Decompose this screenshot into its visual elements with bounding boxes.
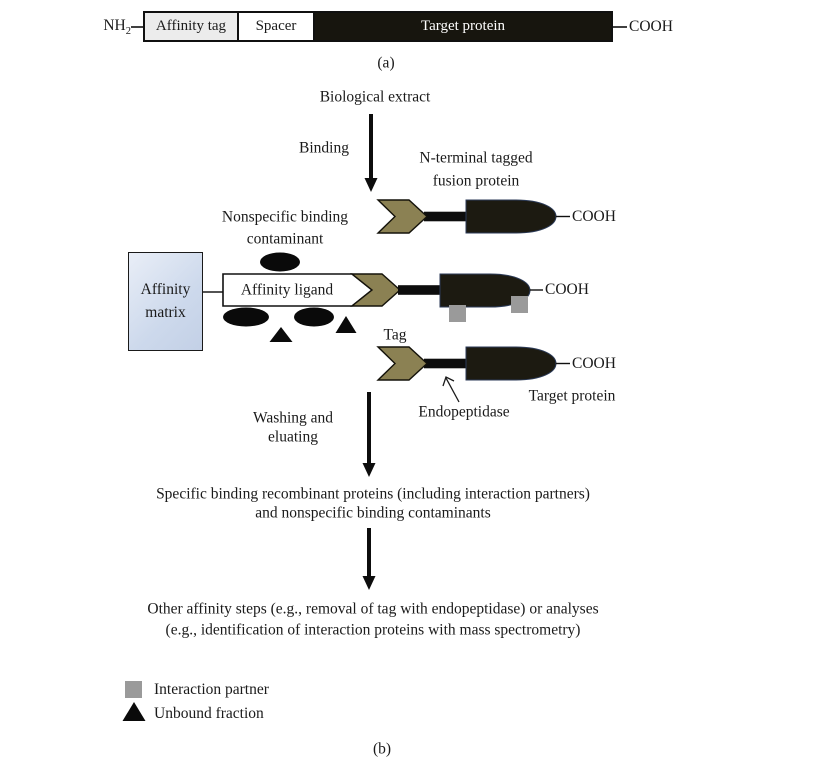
washing-eluting-arrow [362, 392, 376, 477]
panel-b-label: (b) [372, 740, 392, 758]
washing-label-line1: Washing and [252, 409, 334, 427]
n-terminus-label: NH2 [103, 16, 131, 38]
linker-rod-2 [398, 285, 442, 295]
cooh-label-row3: COOH [572, 354, 616, 372]
interaction-partner-square-1 [449, 305, 466, 322]
c-terminus-label-a: COOH [629, 18, 673, 35]
fusion-protein-3 [376, 346, 570, 381]
affinity-tag-chevron-2 [350, 273, 402, 307]
binding-label: Binding [299, 139, 349, 157]
fusion-construct-bar: Affinity tag Spacer Target protein [143, 11, 613, 42]
affinity-matrix-label-line1: Affinity [140, 281, 191, 299]
contaminant-oval-left [223, 307, 269, 327]
affinity-ligand-label: Affinity ligand [240, 281, 334, 299]
linker-rod-1 [424, 211, 468, 222]
endopeptidase-pointer-arrow [442, 376, 460, 403]
spacer-segment: Spacer [237, 13, 313, 40]
affinity-tag-chevron-3 [376, 346, 429, 381]
specific-binding-text-line1: Specific binding recombinant proteins (i… [156, 485, 590, 503]
legend-unbound-fraction-label: Unbound fraction [154, 705, 264, 722]
affinity-tag-chevron-1 [376, 199, 429, 234]
n-terminal-tagged-label-line1: N-terminal tagged [419, 149, 533, 167]
specific-binding-text-line2: and nonspecific binding contaminants [255, 504, 491, 522]
endopeptidase-label: Endopeptidase [418, 403, 510, 421]
target-protein-bullet-3 [465, 346, 557, 381]
other-steps-text-line2: (e.g., identification of interaction pro… [165, 621, 581, 639]
target-protein-bullet-1 [465, 199, 557, 234]
unbound-triangle-right [335, 316, 357, 333]
unbound-triangle-left [269, 327, 293, 342]
nonspecific-binding-label-line2: contaminant [246, 230, 324, 248]
interaction-partner-square-2 [511, 296, 528, 313]
analysis-flow-arrow [362, 528, 376, 590]
panel-a-label: (a) [377, 54, 395, 72]
nonspecific-binding-label-line1: Nonspecific binding [221, 208, 349, 226]
contaminant-oval-right [294, 307, 334, 327]
legend-unbound-fraction-triangle [122, 702, 146, 721]
other-steps-text-line1: Other affinity steps (e.g., removal of t… [147, 600, 599, 618]
linker-rod-3 [424, 358, 468, 369]
affinity-matrix-label-line2: matrix [145, 303, 186, 321]
legend-interaction-partner-label: Interaction partner [154, 681, 269, 698]
biological-extract-label: Biological extract [319, 88, 431, 106]
cooh-label-row1: COOH [572, 207, 616, 225]
target-protein-segment: Target protein [313, 13, 611, 40]
affinity-ligand-complex [222, 273, 543, 322]
legend-interaction-partner-square [125, 681, 142, 698]
binding-arrow [364, 114, 378, 192]
affinity-matrix-box: Affinity matrix [128, 252, 203, 351]
tag-label: Tag [383, 326, 407, 344]
washing-label-line2: eluating [268, 428, 318, 446]
fusion-protein-1 [376, 199, 570, 234]
affinity-tag-segment: Affinity tag [145, 13, 237, 40]
contaminant-oval-top [260, 252, 300, 272]
n-terminal-tagged-label-line2: fusion protein [432, 172, 520, 190]
cooh-label-row2: COOH [545, 281, 589, 298]
target-protein-label: Target protein [528, 387, 616, 405]
